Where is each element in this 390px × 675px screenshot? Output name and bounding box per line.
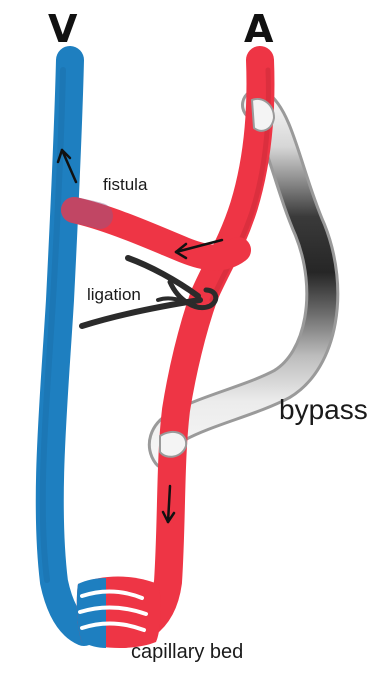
- vein-label: V: [48, 10, 77, 48]
- fistula-venous-blend: [74, 210, 100, 216]
- ligation-label: ligation: [87, 286, 141, 303]
- capillary-bed: [77, 577, 161, 649]
- vein-vessel: [50, 60, 84, 632]
- fistula-label: fistula: [103, 176, 147, 193]
- artery-label: A: [244, 10, 273, 48]
- bypass-distal-anastomosis: [160, 432, 186, 457]
- bypass-label: bypass: [279, 396, 368, 424]
- capillary-bed-label: capillary bed: [131, 642, 243, 662]
- artery-vessel: [124, 60, 260, 634]
